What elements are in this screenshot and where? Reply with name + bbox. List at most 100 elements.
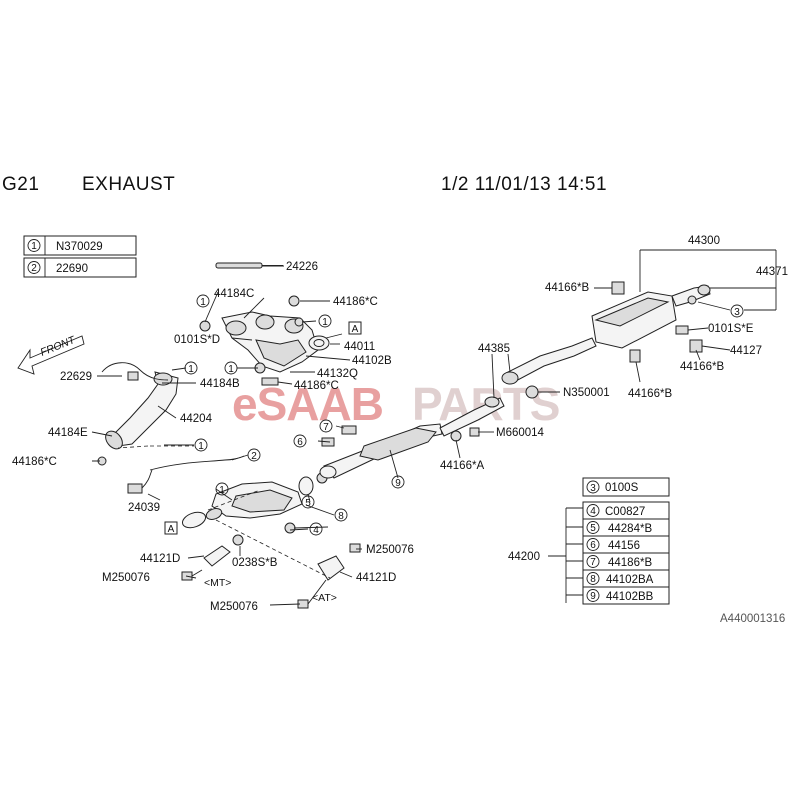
legend-top-row-1 (23, 235, 137, 256)
label-44300: 44300 (688, 235, 720, 247)
callout-4: 4 (313, 525, 319, 536)
label-M250076-right: M250076 (366, 544, 414, 556)
label-44127: 44127 (730, 345, 762, 357)
label-M660014: M660014 (496, 427, 545, 439)
legend-bottom-num-3: 3 (590, 483, 596, 494)
callout-1-f: 1 (219, 485, 225, 496)
part-24226 (215, 262, 283, 269)
callout-1-b: 1 (322, 317, 328, 328)
legend-bottom-num-5: 5 (590, 523, 596, 534)
marker-a-top-text: A (352, 324, 359, 335)
diagram-title: EXHAUST (82, 174, 176, 195)
label-44184E: 44184E (48, 427, 88, 439)
callout-5: 5 (305, 498, 311, 509)
legend-bottom-row-3 (582, 477, 670, 497)
legend-top-row-2 (23, 257, 137, 278)
label-44166B-bottom: 44166*B (628, 388, 672, 400)
callout-1-a: 1 (200, 297, 206, 308)
watermark: eSAAB PARTS (232, 378, 561, 430)
label-44132Q: 44132Q (317, 368, 358, 380)
label-44166A: 44166*A (440, 460, 484, 472)
label-24226: 24226 (286, 261, 318, 273)
reference-marker-a-bottom: A (164, 521, 178, 535)
legend-bottom-num-6: 6 (590, 540, 596, 551)
callout-6: 6 (297, 437, 303, 448)
callouts: 1 1 1 1 1 1 2 3 4 5 6 7 8 9 (184, 294, 744, 536)
legend-top-code-1: N370029 (56, 241, 103, 253)
legend-bottom-num-4: 4 (590, 506, 596, 517)
legend-bottom-num-8: 8 (590, 574, 596, 585)
front-arrow-icon (17, 335, 85, 375)
figure-id: A440001316 (720, 613, 785, 625)
label-44121D-mt: 44121D (140, 553, 180, 565)
group-code: G21 (2, 174, 40, 195)
part-exhaust-manifold (199, 295, 330, 386)
legend-top-callout-2 (27, 261, 41, 274)
label-24039: 24039 (128, 502, 160, 514)
callout-8: 8 (338, 511, 344, 522)
legend-bottom-num-9: 9 (590, 591, 596, 602)
callout-1-d: 1 (188, 364, 194, 375)
legend-bottom-code-7: 44186*B (608, 557, 652, 569)
label-44166B-top: 44166*B (545, 282, 589, 294)
part-intermediate-pipe (501, 337, 597, 399)
legend-bottom-code-5: 44284*B (608, 523, 652, 535)
part-front-pipe-44204 (92, 371, 179, 466)
label-44011: 44011 (344, 341, 375, 353)
callout-1-c: 1 (228, 364, 234, 375)
part-bracket-mt (181, 534, 244, 581)
label-44204: 44204 (180, 413, 213, 425)
label-44186C-mid: 44186*C (294, 380, 339, 392)
label-44371: 44371 (756, 266, 788, 278)
callout-7: 7 (323, 422, 329, 433)
legend-bottom-code-9: 44102BB (606, 591, 654, 603)
label-0101SE: 0101S*E (708, 323, 754, 335)
legend-bottom-code-4: C00827 (605, 506, 645, 518)
label-44200: 44200 (508, 551, 540, 563)
label-N350001: N350001 (563, 387, 610, 399)
callout-3: 3 (734, 307, 740, 318)
reference-marker-a-top: A (348, 321, 362, 335)
marker-a-bottom-text: A (168, 524, 175, 535)
legend-top-code-2: 22690 (56, 263, 88, 275)
label-22629: 22629 (60, 371, 92, 383)
label-M250076-left: M250076 (102, 572, 150, 584)
label-44184B: 44184B (200, 378, 240, 390)
part-catalytic-converter (181, 472, 328, 529)
callout-9: 9 (395, 478, 401, 489)
label-44184C: 44184C (214, 288, 254, 300)
callout-2: 2 (251, 451, 257, 462)
label-44186C-left: 44186*C (12, 456, 57, 468)
front-arrow: FRONT (17, 334, 85, 375)
legend-top: 1 N370029 2 22690 (23, 235, 137, 278)
label-44102B: 44102B (352, 355, 392, 367)
label-44121D-at: 44121D (356, 572, 396, 584)
legend-bottom-code-8: 44102BA (606, 574, 654, 586)
part-center-pipe (319, 396, 505, 479)
legend-top-num-1: 1 (31, 241, 37, 252)
legend-bottom-code-3: 0100S (605, 482, 639, 494)
label-0238SB: 0238S*B (232, 557, 278, 569)
page-info: 1/2 11/01/13 14:51 (441, 174, 608, 195)
label-mt: <MT> (204, 577, 231, 589)
legend-bottom-code-6: 44156 (608, 540, 640, 552)
part-labels: 24226 44184C 44186*C 0101S*D 44011 44102… (12, 235, 788, 625)
part-sensor-22629 (101, 362, 169, 381)
legend-bottom: 3 0100S 4 C00827 5 44284*B 6 44156 7 441… (566, 477, 670, 605)
callout-1-e: 1 (198, 441, 204, 452)
label-44385: 44385 (478, 343, 510, 355)
leader-lines (91, 249, 777, 606)
label-0101SD: 0101S*D (174, 334, 220, 346)
label-M250076-bottom: M250076 (210, 601, 258, 613)
dashed-lines (117, 445, 331, 579)
watermark-text-esaab: eSAAB (232, 378, 383, 430)
label-44166B-mid: 44166*B (680, 361, 724, 373)
label-44186C-top: 44186*C (333, 296, 378, 308)
part-muffler-44300 (591, 281, 717, 363)
label-at: <AT> (312, 592, 337, 604)
part-sensor-24039 (127, 455, 245, 494)
legend-bottom-num-7: 7 (590, 557, 596, 568)
legend-top-callout-1 (27, 239, 41, 252)
